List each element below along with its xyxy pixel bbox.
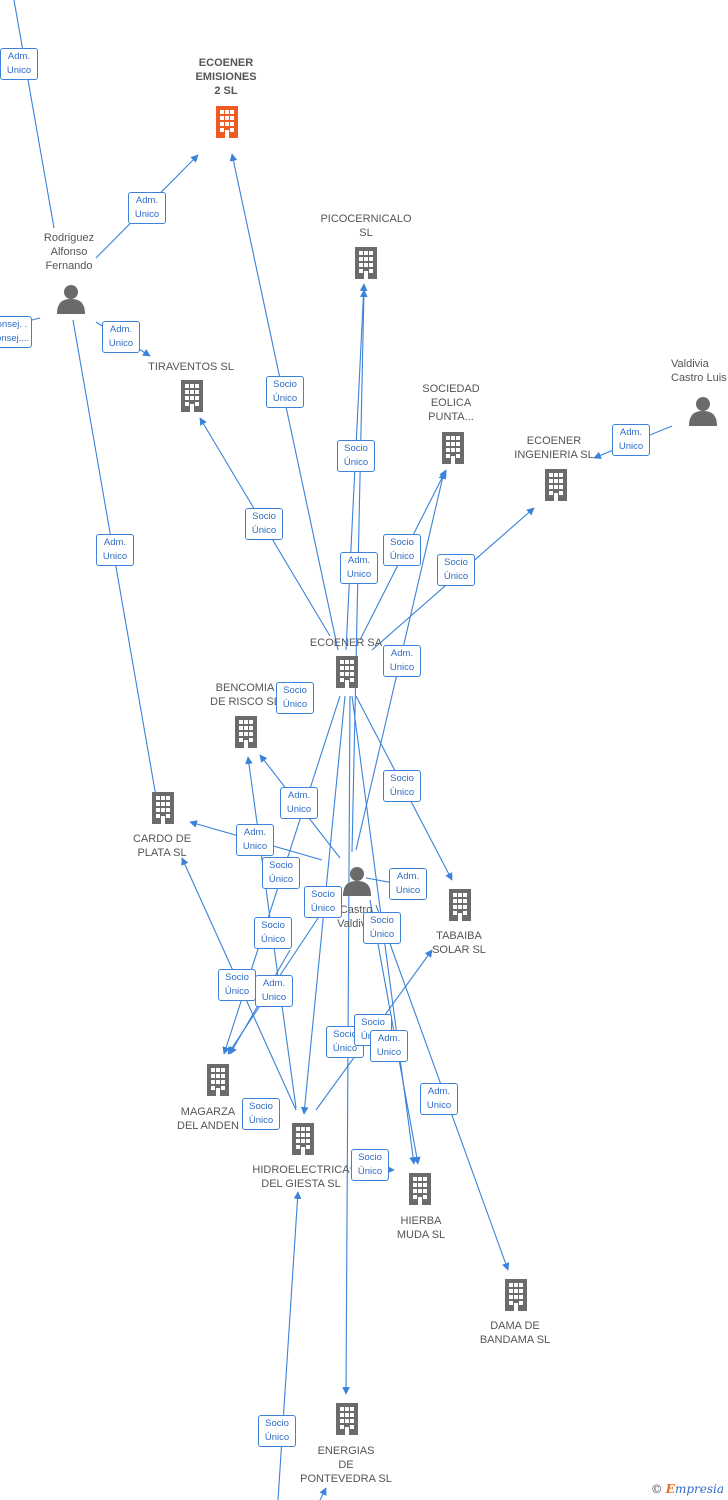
node-label-sociedad-eolica[interactable]: SOCIEDAD EOLICA PUNTA... [422, 383, 480, 423]
node-label-bencomia[interactable]: BENCOMIA DE RISCO SL [210, 682, 280, 708]
relation-badge[interactable]: Adm. Unico [128, 192, 166, 224]
relation-badge[interactable]: Socio Único [254, 917, 292, 949]
building-icon[interactable] [336, 656, 358, 688]
relation-badge[interactable]: Adm. Unico [389, 868, 427, 900]
node-label-ecoener-ingenieria[interactable]: ECOENER INGENIERIA SL [514, 435, 594, 461]
relation-badge[interactable]: Socio Único [262, 857, 300, 889]
person-icon[interactable] [57, 285, 85, 314]
relation-badge[interactable]: Adm. Unico [0, 48, 38, 80]
relation-badge[interactable]: Socio Único [383, 534, 421, 566]
relation-badge[interactable]: Socio Único [242, 1098, 280, 1130]
relation-badge[interactable]: Adm. Unico [383, 645, 421, 677]
building-icon[interactable] [505, 1279, 527, 1311]
node-label-rodriguez[interactable]: Rodriguez Alfonso Fernando [43, 232, 95, 272]
copyright-notice: ©Empresia [651, 1482, 724, 1496]
relation-badge[interactable]: Adm. Unico [370, 1030, 408, 1062]
node-label-magarza[interactable]: MAGARZA DEL ANDEN [177, 1106, 239, 1132]
node-label-hierba[interactable]: HIERBA MUDA SL [396, 1215, 446, 1241]
node-label-ecoener-emisiones[interactable]: ECOENER EMISIONES 2 SL [195, 57, 257, 97]
relation-badge[interactable]: Socio Único [363, 912, 401, 944]
building-icon[interactable] [235, 716, 257, 748]
relation-badge[interactable]: Adm. Unico [612, 424, 650, 456]
person-icon[interactable] [689, 397, 717, 426]
node-label-energias[interactable]: ENERGIAS DE PONTEVEDRA SL [300, 1445, 392, 1485]
node-label-cardo[interactable]: CARDO DE PLATA SL [132, 833, 192, 859]
node-label-tabaiba[interactable]: TABAIBA SOLAR SL [432, 930, 486, 956]
node-label-dama[interactable]: DAMA DE BANDAMA SL [479, 1320, 551, 1346]
relation-badge[interactable]: Adm. Unico [255, 975, 293, 1007]
relation-badge[interactable]: Socio Único [245, 508, 283, 540]
relation-badge[interactable]: Socio Único [276, 682, 314, 714]
relation-badge[interactable]: Socio Único [304, 886, 342, 918]
node-label-tiraventos[interactable]: TIRAVENTOS SL [148, 361, 234, 373]
relation-badge[interactable]: Socio Único [383, 770, 421, 802]
edge [13, 0, 55, 229]
building-icon[interactable] [207, 1064, 229, 1096]
edge [319, 1487, 327, 1500]
copyright-symbol: © [650, 1482, 663, 1496]
node-label-ecoener-sa[interactable]: ECOENER SA [309, 637, 383, 649]
person-icon[interactable] [343, 867, 371, 896]
relation-badge[interactable]: Socio Único [258, 1415, 296, 1447]
relation-badge[interactable]: Adm. Unico [102, 321, 140, 353]
building-icon[interactable] [449, 889, 471, 921]
relation-badge[interactable]: Adm. Unico [236, 824, 274, 856]
building-icon[interactable] [409, 1173, 431, 1205]
relation-badge[interactable]: Socio Único [337, 440, 375, 472]
building-icon[interactable] [336, 1403, 358, 1435]
relation-badge[interactable]: Adm. Unico [280, 787, 318, 819]
relation-badge[interactable]: Socio Único [218, 969, 256, 1001]
relation-badge[interactable]: Adm. Unico [420, 1083, 458, 1115]
building-icon-highlight[interactable] [216, 106, 238, 138]
node-label-valdivia[interactable]: Valdivia Castro Luis [671, 358, 727, 384]
relation-badge[interactable]: Socio Único [437, 554, 475, 586]
building-icon[interactable] [355, 247, 377, 279]
building-icon[interactable] [152, 792, 174, 824]
building-icon[interactable] [292, 1123, 314, 1155]
building-icon[interactable] [545, 469, 567, 501]
building-icon[interactable] [442, 432, 464, 464]
node-label-hidroelectrica[interactable]: HIDROELECTRICA DEL GIESTA SL [252, 1164, 350, 1190]
relation-badge[interactable]: Socio Único [351, 1149, 389, 1181]
brand-logo-text: mpresia [674, 1482, 724, 1496]
brand-logo-initial: E [665, 1482, 675, 1496]
edge [277, 1191, 302, 1500]
building-icon[interactable] [181, 380, 203, 412]
node-label-picocernicalo[interactable]: PICOCERNICALO SL [320, 213, 412, 239]
relation-badge[interactable]: Adm. Unico [96, 534, 134, 566]
relation-badge[interactable]: Socio Único [266, 376, 304, 408]
relation-badge[interactable]: Adm. Unico [340, 552, 378, 584]
